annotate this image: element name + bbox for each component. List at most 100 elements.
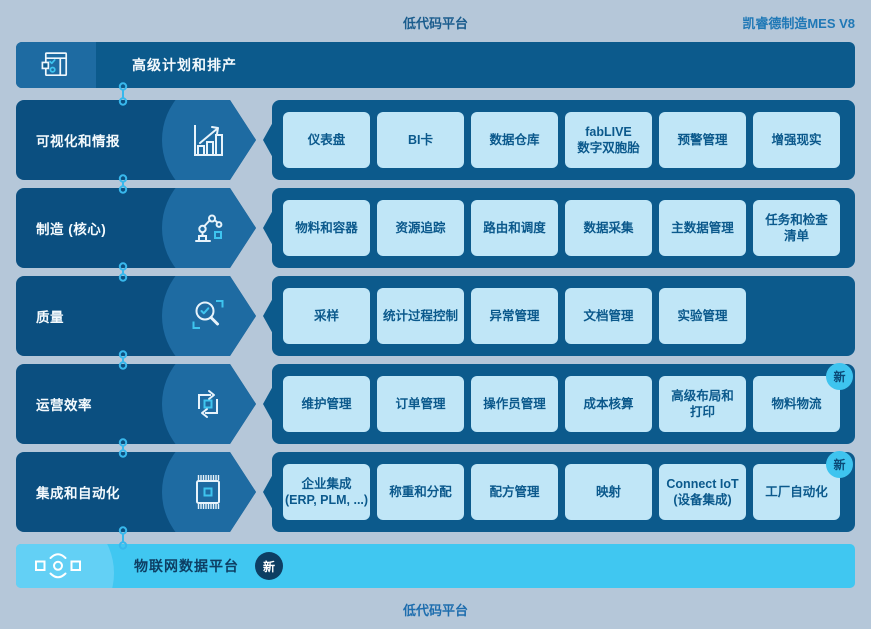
module-box: 资源追踪 bbox=[377, 200, 464, 256]
header-product-label: 凯睿德制造MES V8 bbox=[742, 16, 855, 31]
chip-icon bbox=[186, 470, 230, 514]
strip-notch bbox=[263, 210, 273, 246]
lane-connector bbox=[118, 262, 128, 282]
lane-label-visualization: 可视化和情报 bbox=[16, 100, 256, 180]
lane-integration: 集成和自动化 企业集成 (ERP, PLM, ...) 称重和分配 配方管理 映… bbox=[16, 451, 855, 532]
module-label: 主数据管理 bbox=[671, 220, 734, 235]
lane-visualization: 可视化和情报 仪表盘 BI卡 数据仓库 fabLIVE 数字双胞胎 预警管理 增… bbox=[16, 100, 855, 180]
module-box: 数据采集 bbox=[565, 200, 652, 256]
module-box: fabLIVE 数字双胞胎 bbox=[565, 112, 652, 168]
lane-title: 集成和自动化 bbox=[36, 486, 120, 501]
lane-connector bbox=[118, 82, 128, 106]
module-box: 新 工厂自动化 bbox=[753, 451, 853, 520]
banner-icon-zone bbox=[16, 42, 96, 88]
module-label: 路由和调度 bbox=[483, 220, 546, 235]
magnifier-check-icon bbox=[186, 294, 230, 338]
lane-label-operations: 运营效率 bbox=[16, 364, 256, 444]
lane-connector bbox=[118, 350, 128, 370]
module-box: 异常管理 bbox=[471, 288, 558, 344]
module-box: 映射 bbox=[565, 464, 652, 520]
module-label: 成本核算 bbox=[583, 396, 634, 411]
lane-title: 质量 bbox=[36, 310, 64, 325]
iot-signal-icon bbox=[16, 544, 100, 588]
module-label: Connect IoT (设备集成) bbox=[666, 476, 739, 507]
module-box: 文档管理 bbox=[565, 288, 652, 344]
lane-strip-manufacturing: 物料和容器 资源追踪 路由和调度 数据采集 主数据管理 任务和检查 清单 bbox=[263, 188, 855, 268]
lane-strip-operations: 维护管理 订单管理 操作员管理 成本核算 高级布局和 打印 新 物料物流 bbox=[263, 363, 855, 444]
lane-label-integration: 集成和自动化 bbox=[16, 452, 256, 532]
header-center-label: 低代码平台 bbox=[402, 16, 468, 31]
module-label: 配方管理 bbox=[489, 484, 540, 499]
module-box: 高级布局和 打印 bbox=[659, 376, 746, 432]
module-label: 操作员管理 bbox=[483, 396, 546, 411]
module-label: 映射 bbox=[595, 484, 621, 499]
new-badge: 新 bbox=[826, 451, 853, 478]
module-label: 称重和分配 bbox=[389, 484, 452, 499]
module-label: 资源追踪 bbox=[395, 220, 446, 235]
advanced-planning-banner: 高级计划和排产 bbox=[16, 42, 855, 88]
module-label: 实验管理 bbox=[677, 308, 728, 323]
module-label: 仪表盘 bbox=[307, 132, 346, 147]
module-box: 订单管理 bbox=[377, 376, 464, 432]
module-label: 异常管理 bbox=[489, 308, 540, 323]
module-label: 工厂自动化 bbox=[765, 484, 828, 499]
module-box: 主数据管理 bbox=[659, 200, 746, 256]
lane-label-manufacturing: 制造 (核心) bbox=[16, 188, 256, 268]
lane-label-quality: 质量 bbox=[16, 276, 256, 356]
module-box: 采样 bbox=[283, 288, 370, 344]
lane-title: 运营效率 bbox=[36, 398, 92, 413]
bar-chart-icon bbox=[186, 118, 230, 162]
module-label: fabLIVE 数字双胞胎 bbox=[577, 124, 640, 155]
module-box: 仪表盘 bbox=[283, 112, 370, 168]
module-box: 任务和检查 清单 bbox=[753, 200, 840, 256]
lane-title: 制造 (核心) bbox=[36, 222, 107, 237]
module-label: 预警管理 bbox=[677, 132, 728, 147]
module-box: 物料和容器 bbox=[283, 200, 370, 256]
cycle-arrows-icon bbox=[186, 382, 230, 426]
lane-connector bbox=[118, 526, 128, 550]
module-label: 订单管理 bbox=[395, 396, 446, 411]
lane-strip-integration: 企业集成 (ERP, PLM, ...) 称重和分配 配方管理 映射 Conne… bbox=[263, 451, 855, 532]
lane-title: 可视化和情报 bbox=[36, 134, 120, 149]
module-label: 增强现实 bbox=[771, 132, 822, 147]
lane-strip-visualization: 仪表盘 BI卡 数据仓库 fabLIVE 数字双胞胎 预警管理 增强现实 bbox=[263, 100, 855, 180]
module-label: 统计过程控制 bbox=[382, 308, 458, 323]
lane-strip-quality: 采样 统计过程控制 异常管理 文档管理 实验管理 bbox=[263, 276, 855, 356]
module-label: 文档管理 bbox=[583, 308, 634, 323]
iot-data-platform-banner: 物联网数据平台 新 bbox=[16, 544, 855, 588]
module-label: 企业集成 (ERP, PLM, ...) bbox=[284, 476, 369, 507]
module-box: 预警管理 bbox=[659, 112, 746, 168]
strip-notch bbox=[263, 474, 273, 510]
banner-title: 高级计划和排产 bbox=[132, 57, 237, 73]
strip-notch bbox=[263, 122, 273, 158]
module-box: 企业集成 (ERP, PLM, ...) bbox=[283, 464, 370, 520]
module-box: 统计过程控制 bbox=[377, 288, 464, 344]
lane-connector bbox=[118, 174, 128, 194]
footer-center-label: 低代码平台 bbox=[402, 603, 468, 618]
module-box: BI卡 bbox=[377, 112, 464, 168]
module-box: 称重和分配 bbox=[377, 464, 464, 520]
lane-quality: 质量 采样 统计过程控制 异常管理 文档管理 实验管理 bbox=[16, 276, 855, 356]
module-label: 任务和检查 清单 bbox=[765, 212, 828, 243]
module-box: 维护管理 bbox=[283, 376, 370, 432]
module-box: 成本核算 bbox=[565, 376, 652, 432]
module-box: 操作员管理 bbox=[471, 376, 558, 432]
module-label: 数据采集 bbox=[583, 220, 634, 235]
module-box: 新 物料物流 bbox=[753, 363, 853, 432]
module-box: 配方管理 bbox=[471, 464, 558, 520]
strip-notch bbox=[263, 298, 273, 334]
lane-connector bbox=[118, 438, 128, 458]
module-label: 物料和容器 bbox=[295, 220, 358, 235]
robot-arm-icon bbox=[186, 206, 230, 250]
module-box: 数据仓库 bbox=[471, 112, 558, 168]
module-label: 数据仓库 bbox=[489, 132, 540, 147]
lane-manufacturing: 制造 (核心) 物料和容器 资源追踪 路由和调度 数据采集 主数据管理 任务和检… bbox=[16, 188, 855, 268]
module-box: 增强现实 bbox=[753, 112, 840, 168]
bottom-banner-title: 物联网数据平台 bbox=[134, 558, 239, 574]
banner-icon-zone bbox=[16, 544, 114, 588]
module-box: 路由和调度 bbox=[471, 200, 558, 256]
planning-board-icon bbox=[39, 48, 73, 82]
module-box: 实验管理 bbox=[659, 288, 746, 344]
module-label: 物料物流 bbox=[771, 396, 822, 411]
